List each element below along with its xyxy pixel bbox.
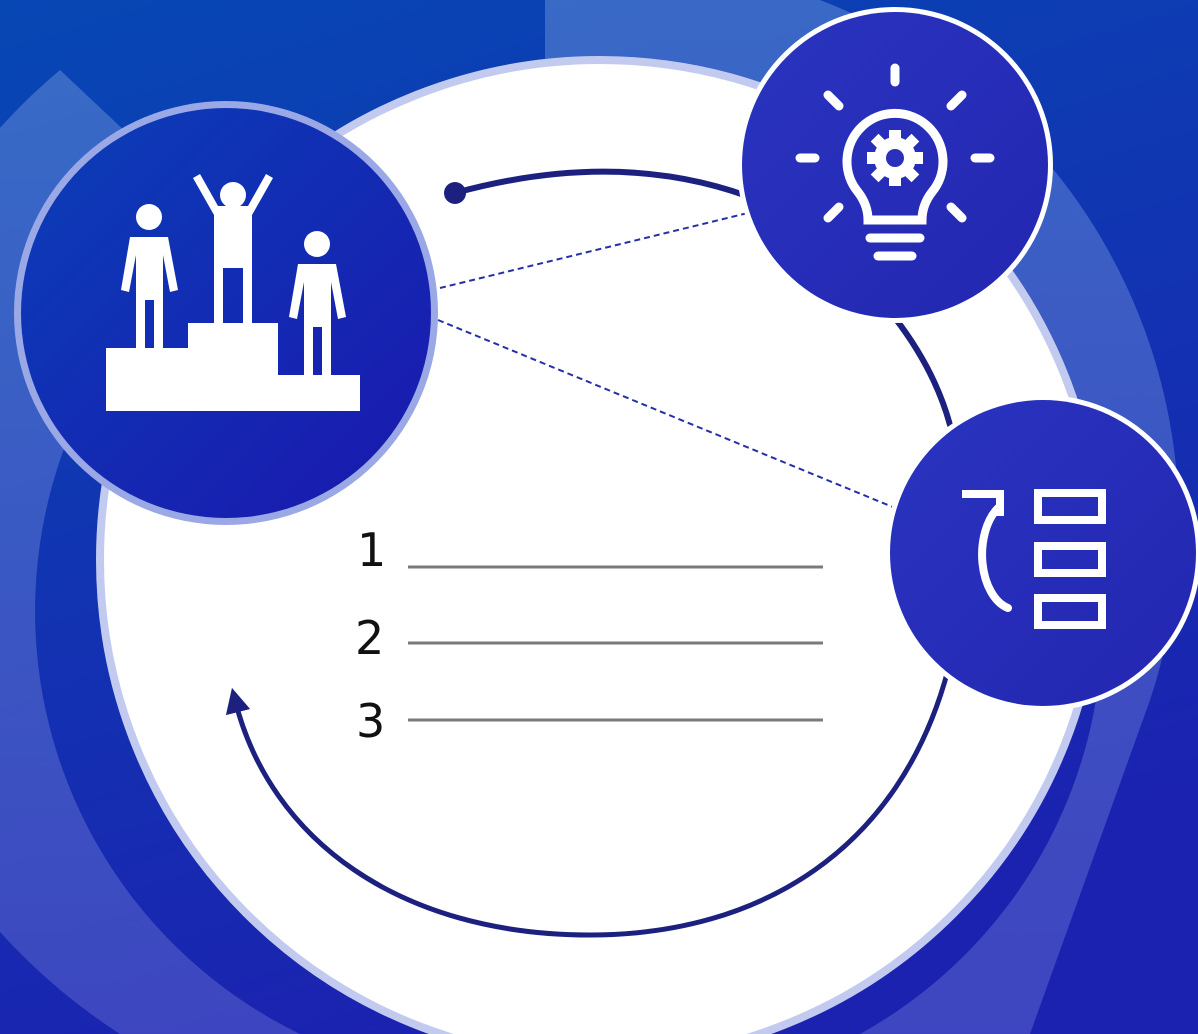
- cycle-arc-top: [452, 168, 773, 208]
- lightbulb-gear-icon: [795, 63, 995, 261]
- list-item-number: 2: [355, 611, 384, 665]
- list-item-number: 1: [357, 523, 386, 577]
- dashed-connector-bulb: [439, 211, 753, 289]
- numbered-list: 1 2 3: [355, 523, 823, 748]
- node-podium: [14, 101, 438, 525]
- node-list-reorder: [885, 395, 1198, 711]
- list-item: 3: [356, 694, 823, 748]
- list-item-number: 3: [356, 694, 385, 748]
- node-lightbulb: [737, 7, 1053, 323]
- podium-winners-icon: [106, 174, 360, 411]
- dashed-connector-list: [437, 319, 901, 511]
- list-item: 1: [357, 523, 823, 577]
- gear-icon: [867, 130, 923, 186]
- cycle-arc-right: [892, 315, 953, 428]
- arc-start-dot: [444, 182, 466, 204]
- cycle-arc-bottom: [225, 669, 951, 938]
- list-item: 2: [355, 611, 823, 665]
- list-reorder-icon: [962, 489, 1106, 629]
